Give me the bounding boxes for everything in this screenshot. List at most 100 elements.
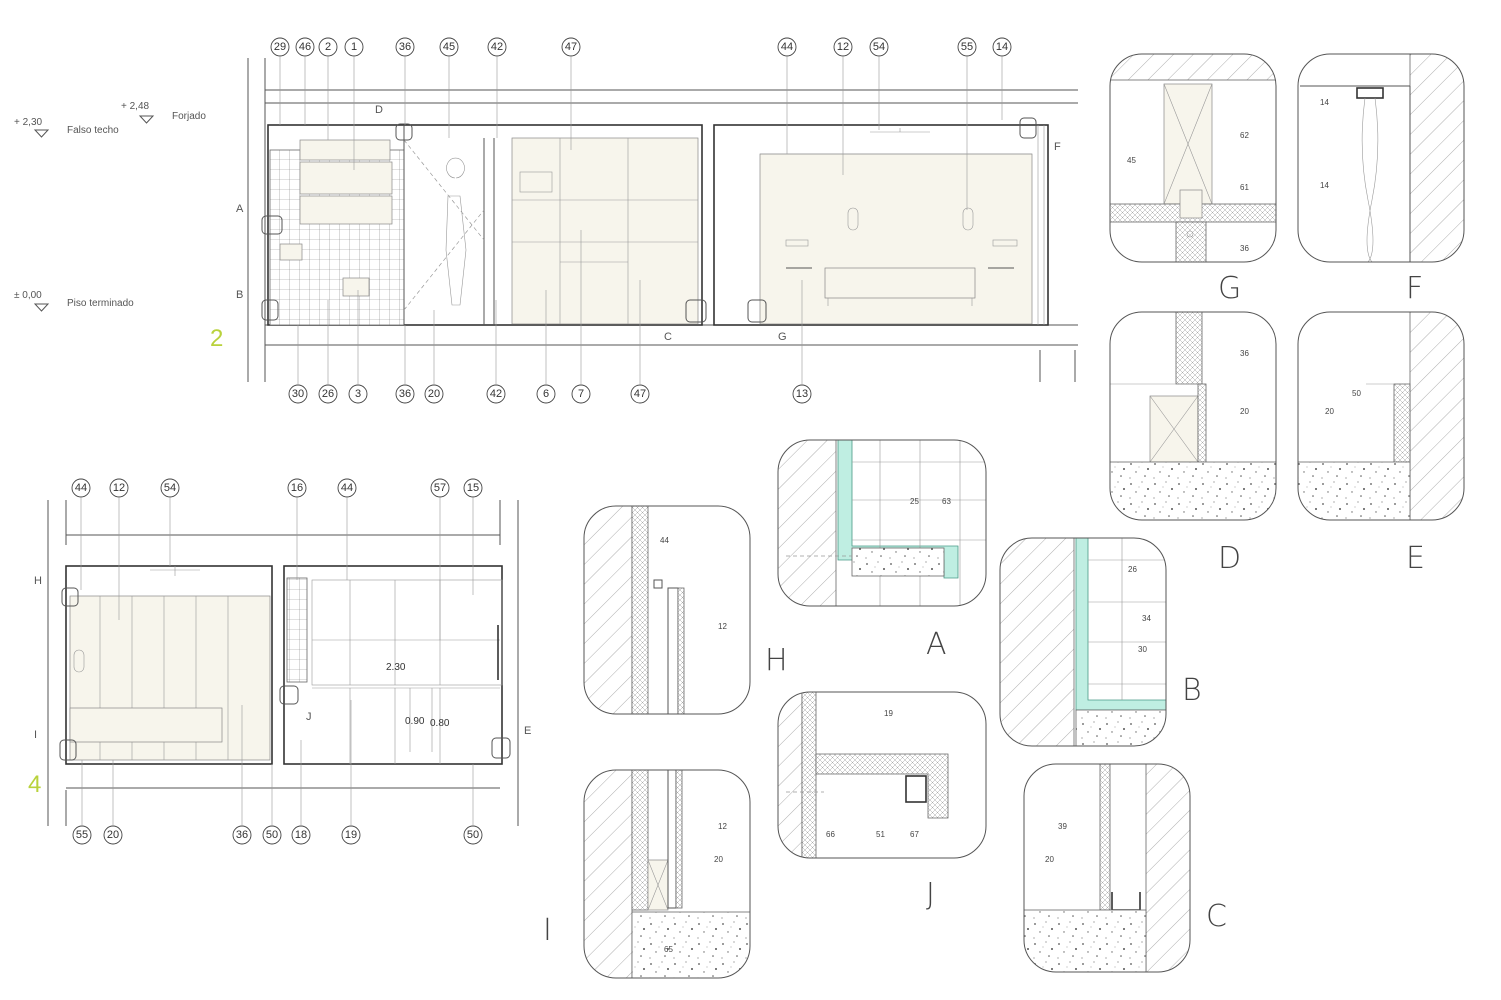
ref-bubble: 12 — [109, 478, 129, 498]
level-label: Falso techo — [67, 125, 119, 136]
bottom-refs: 55 20 36 50 18 19 50 — [72, 825, 483, 845]
svg-text:29: 29 — [274, 41, 286, 53]
svg-text:20: 20 — [1045, 855, 1054, 864]
ref-bubble: 12 — [833, 37, 853, 57]
detail-e: 50 20 E — [1297, 311, 1465, 576]
level-label: Piso terminado — [67, 298, 134, 309]
svg-text:26: 26 — [1128, 565, 1137, 574]
svg-text:12: 12 — [718, 822, 727, 831]
detail-mark-a: A — [236, 203, 244, 215]
svg-text:55: 55 — [961, 41, 973, 53]
elevation-number: 4 — [28, 771, 41, 798]
ref-bubble: 16 — [287, 478, 307, 498]
svg-text:12: 12 — [718, 622, 727, 631]
detail-mark-d: G — [778, 331, 787, 343]
svg-text:50: 50 — [266, 829, 278, 841]
svg-text:51: 51 — [876, 830, 885, 839]
svg-text:65: 65 — [664, 945, 673, 954]
ref-bubble: 2 — [318, 37, 338, 57]
detail-b: 26 34 30 B — [999, 537, 1202, 747]
ref-bubble: 15 — [463, 478, 483, 498]
svg-text:55: 55 — [76, 829, 88, 841]
ref-bubble: 29 — [270, 37, 290, 57]
detail-letter: D — [1218, 541, 1241, 576]
svg-text:42: 42 — [491, 41, 503, 53]
detail-mark-i: I — [34, 729, 37, 741]
svg-text:14: 14 — [996, 41, 1008, 53]
detail-letter: I — [543, 913, 552, 948]
ref-bubble: 20 — [103, 825, 123, 845]
elevation-2: D A B C G F 2 29 46 2 1 36 45 42 47 44 1… — [210, 37, 1078, 404]
ref-bubble: 45 — [439, 37, 459, 57]
svg-text:54: 54 — [164, 482, 176, 494]
svg-text:30: 30 — [292, 388, 304, 400]
level-marks: + 2,30 Falso techo + 2,48 Forjado ± 0,00… — [14, 101, 206, 312]
ref-bubble: 19 — [341, 825, 361, 845]
svg-text:50: 50 — [1352, 389, 1361, 398]
svg-text:44: 44 — [660, 536, 669, 545]
svg-text:54: 54 — [873, 41, 885, 53]
svg-text:67: 67 — [910, 830, 919, 839]
ref-bubble: 42 — [487, 37, 507, 57]
detail-mark-f: F — [1054, 141, 1061, 153]
ref-bubble: 44 — [337, 478, 357, 498]
svg-text:44: 44 — [341, 482, 353, 494]
detail-mark-b: B — [236, 289, 243, 301]
ref-bubble: 13 — [792, 384, 812, 404]
detail-letter: J — [926, 877, 935, 912]
detail-letter: E — [1406, 541, 1425, 576]
level-falso-techo: + 2,30 Falso techo — [14, 117, 119, 138]
svg-text:25: 25 — [910, 497, 919, 506]
level-forjado: + 2,48 Forjado — [121, 101, 206, 124]
svg-text:44: 44 — [781, 41, 793, 53]
detail-a: 25 63 A — [777, 439, 987, 662]
ref-bubble: 42 — [486, 384, 506, 404]
detail-i: 12 20 65 I — [543, 769, 751, 979]
svg-text:20: 20 — [107, 829, 119, 841]
svg-text:19: 19 — [345, 829, 357, 841]
svg-text:34: 34 — [1142, 614, 1151, 623]
ref-bubble: 50 — [262, 825, 282, 845]
svg-text:14: 14 — [1320, 98, 1329, 107]
svg-text:36: 36 — [1240, 244, 1249, 253]
detail-letter: B — [1182, 673, 1202, 708]
bottom-refs: 30 26 3 36 20 42 6 7 47 13 — [288, 384, 812, 404]
ref-bubble: 20 — [424, 384, 444, 404]
svg-text:42: 42 — [490, 388, 502, 400]
top-refs: 29 46 2 1 36 45 42 47 44 12 54 55 14 — [270, 37, 1012, 57]
svg-text:57: 57 — [434, 482, 446, 494]
svg-text:20: 20 — [1325, 407, 1334, 416]
detail-mark-c: C — [664, 331, 672, 343]
ref-bubble: 55 — [957, 37, 977, 57]
svg-text:13: 13 — [796, 388, 808, 400]
detail-d: 36 20 D — [1109, 311, 1277, 576]
svg-text:47: 47 — [634, 388, 646, 400]
ref-bubble: 44 — [71, 478, 91, 498]
svg-text:62: 62 — [1240, 131, 1249, 140]
level-label: Forjado — [172, 111, 206, 122]
svg-text:20: 20 — [1240, 407, 1249, 416]
ref-bubble: 14 — [992, 37, 1012, 57]
svg-text:26: 26 — [322, 388, 334, 400]
elevation-number: 2 — [210, 325, 223, 352]
svg-text:1: 1 — [351, 41, 357, 53]
svg-text:47: 47 — [565, 41, 577, 53]
ref-bubble: 6 — [536, 384, 556, 404]
detail-h: 44 12 H — [583, 505, 788, 715]
svg-text:20: 20 — [428, 388, 440, 400]
detail-g: 62 45 61 36 G — [1109, 53, 1277, 306]
detail-f: 14 14 F — [1297, 53, 1465, 306]
dim-width-b: 0.80 — [430, 718, 450, 729]
svg-text:45: 45 — [1127, 156, 1136, 165]
ref-bubble: 30 — [288, 384, 308, 404]
svg-text:18: 18 — [295, 829, 307, 841]
svg-text:6: 6 — [543, 388, 549, 400]
ref-bubble: 1 — [344, 37, 364, 57]
svg-text:63: 63 — [942, 497, 951, 506]
dim-width-a: 0.90 — [405, 716, 425, 727]
ref-bubble: 36 — [395, 37, 415, 57]
svg-text:36: 36 — [399, 41, 411, 53]
svg-text:61: 61 — [1240, 183, 1249, 192]
ref-bubble: 47 — [561, 37, 581, 57]
dim-height: 2.30 — [386, 662, 406, 673]
